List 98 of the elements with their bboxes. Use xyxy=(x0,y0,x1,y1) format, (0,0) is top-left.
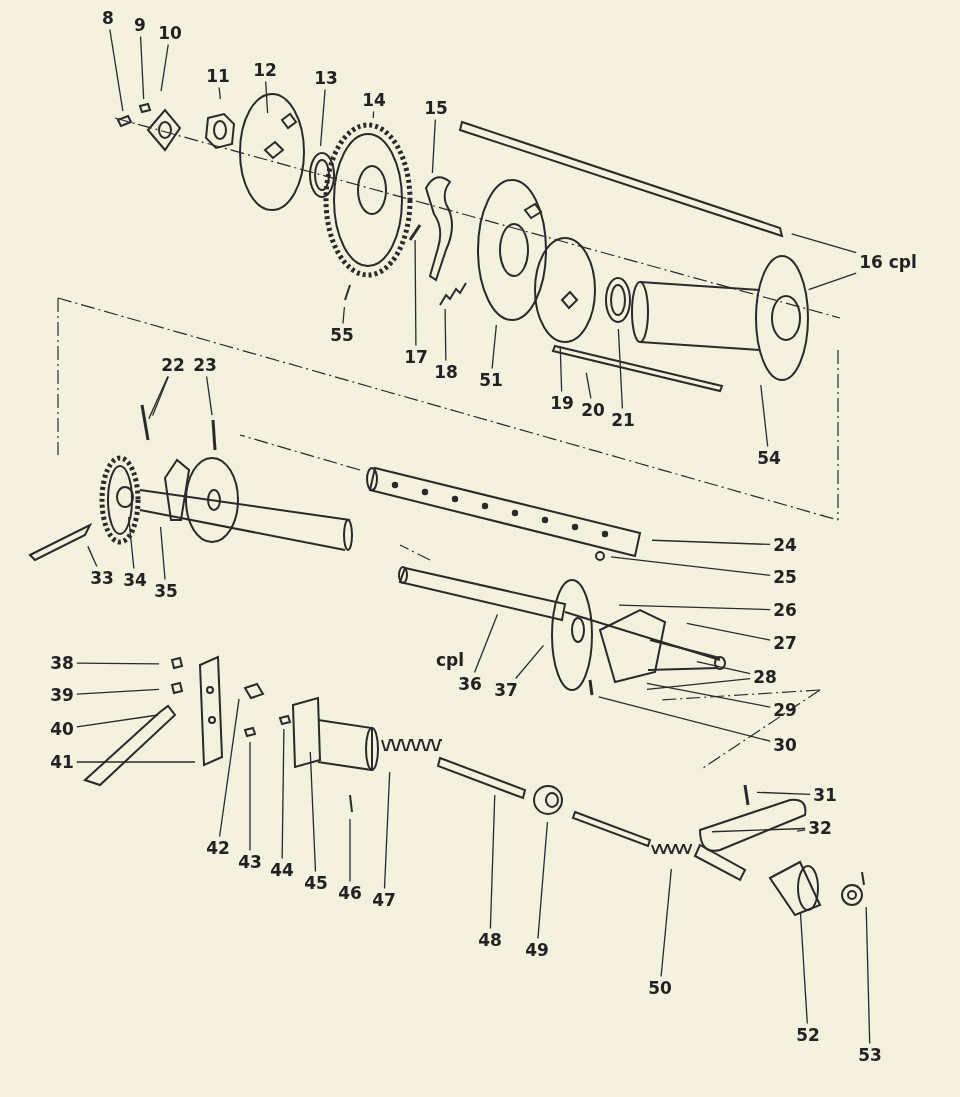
leader-line xyxy=(865,906,871,1045)
callout-number: 31 xyxy=(813,786,837,804)
callout-number: 13 xyxy=(314,69,338,87)
callout-number: 26 xyxy=(773,601,797,619)
callout-number: 9 xyxy=(134,16,146,34)
leader-line xyxy=(711,827,806,833)
leader-line xyxy=(87,545,98,568)
leader-line xyxy=(414,239,417,347)
leader-line xyxy=(139,35,145,100)
leader-line xyxy=(218,86,221,100)
callout-number: 54 xyxy=(757,449,781,467)
callout-number: 38 xyxy=(50,654,74,672)
leader-line xyxy=(218,698,240,838)
callout-number: 15 xyxy=(424,99,448,117)
leader-line xyxy=(205,375,213,416)
leader-line xyxy=(610,556,771,576)
callout-number: 21 xyxy=(611,411,635,429)
leader-line xyxy=(807,272,857,291)
leader-line xyxy=(559,345,563,393)
leader-line xyxy=(76,662,160,665)
leader-line xyxy=(756,791,811,796)
leader-line xyxy=(660,868,672,978)
leader-line xyxy=(760,384,769,448)
callout-number: 49 xyxy=(525,941,549,959)
callout-number: 23 xyxy=(193,356,217,374)
callout-number: 12 xyxy=(253,61,277,79)
leader-line xyxy=(598,696,771,742)
leader-line xyxy=(76,688,160,695)
leader-line xyxy=(646,677,751,690)
callout-number: 41 xyxy=(50,753,74,771)
callout-number: 27 xyxy=(773,634,797,652)
callout-number: 48 xyxy=(478,931,502,949)
leader-line xyxy=(76,714,159,728)
leader-line xyxy=(349,818,351,883)
leader-line xyxy=(651,539,771,546)
callout-number: 33 xyxy=(90,569,114,587)
callout-number: 25 xyxy=(773,568,797,586)
leader-line xyxy=(585,372,592,400)
leader-line xyxy=(646,682,771,708)
callout-number: 20 xyxy=(581,401,605,419)
callout-number: 44 xyxy=(270,861,294,879)
leader-line xyxy=(473,613,499,674)
leader-line xyxy=(796,829,806,832)
callout-number: 40 xyxy=(50,720,74,738)
callout-number: 46 xyxy=(338,884,362,902)
leader-line xyxy=(686,622,771,641)
callout-number: 34 xyxy=(123,571,147,589)
part-note: cpl xyxy=(435,651,465,669)
leader-line xyxy=(799,911,808,1025)
callout-number: 51 xyxy=(479,371,503,389)
leader-line xyxy=(618,604,771,611)
callout-number: 22 xyxy=(161,356,185,374)
callout-number: 37 xyxy=(494,681,518,699)
leader-line xyxy=(109,28,124,112)
callout-number: 11 xyxy=(206,67,230,85)
callout-number: 53 xyxy=(858,1046,882,1064)
leader-line xyxy=(309,751,317,873)
leader-line xyxy=(160,43,169,92)
callout-number: 36 xyxy=(458,675,482,693)
leader-line xyxy=(491,324,497,370)
leader-line xyxy=(617,328,624,410)
leader-line xyxy=(249,741,251,852)
callout-number: 50 xyxy=(648,979,672,997)
leader-line xyxy=(537,821,549,940)
callout-number: 16 cpl xyxy=(859,253,917,271)
leader-line xyxy=(383,771,391,890)
callout-number: 32 xyxy=(808,819,832,837)
callout-number: 42 xyxy=(206,839,230,857)
callout-number: 30 xyxy=(773,736,797,754)
leader-line xyxy=(159,526,166,581)
callout-number: 28 xyxy=(753,668,777,686)
leader-line xyxy=(372,110,375,119)
leader-line xyxy=(319,88,326,147)
callout-number: 14 xyxy=(362,91,386,109)
leader-line xyxy=(791,233,857,254)
callout-number: 52 xyxy=(796,1026,820,1044)
callout-number: 29 xyxy=(773,701,797,719)
leader-line xyxy=(76,761,196,763)
callout-number: 10 xyxy=(158,24,182,42)
leader-line xyxy=(696,660,751,675)
leader-line xyxy=(431,118,436,174)
leader-line xyxy=(342,306,346,325)
callout-number: 55 xyxy=(330,326,354,344)
callout-number: 47 xyxy=(372,891,396,909)
callout-number: 19 xyxy=(550,394,574,412)
callout-number: 18 xyxy=(434,363,458,381)
callout-number: 17 xyxy=(404,348,428,366)
leader-line xyxy=(489,794,496,930)
leader-line xyxy=(128,516,135,570)
callout-number: 35 xyxy=(154,582,178,600)
callout-number: 43 xyxy=(238,853,262,871)
leader-line xyxy=(281,728,285,860)
callout-number: 8 xyxy=(102,9,114,27)
leader-line xyxy=(515,644,545,680)
leader-line xyxy=(444,308,447,362)
callout-number: 24 xyxy=(773,536,797,554)
callout-number: 39 xyxy=(50,686,74,704)
callout-number: 45 xyxy=(304,874,328,892)
